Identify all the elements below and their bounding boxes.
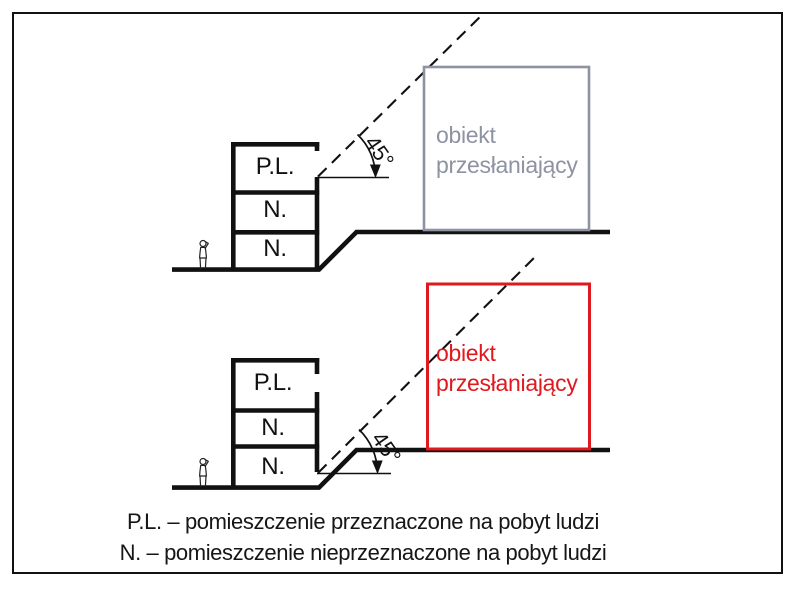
floor-label-top-n1: N. [263, 196, 287, 223]
obscuring-object-label-bottom: obiekt przesłaniający [436, 340, 578, 396]
person-icon-top [199, 239, 209, 270]
floor-label-top-n2: N. [263, 235, 287, 262]
building-bottom [231, 358, 320, 489]
legend: P.L. – pomieszczenie przeznaczone na pob… [60, 506, 666, 568]
building-top [231, 142, 320, 271]
sight-line-45deg-bottom [317, 252, 540, 474]
floor-label-bottom-n1: N. [261, 414, 285, 441]
obscuring-object-label-top: obiekt przesłaniający [436, 122, 578, 178]
floor-label-top-pl: P.L. [255, 153, 295, 180]
legend-line-n: N. – pomieszczenie nieprzeznaczone na po… [119, 540, 607, 565]
obscuring-object-bottom [426, 282, 591, 451]
legend-line-pl: P.L. – pomieszczenie przeznaczone na pob… [126, 509, 600, 534]
person-icon-bottom [199, 457, 209, 488]
angle-arc-bottom [358, 428, 383, 475]
angle-arc-top [356, 133, 381, 179]
floor-label-bottom-n2: N. [261, 453, 285, 480]
sight-line-45deg-top [317, 12, 485, 178]
floor-label-bottom-pl: P.L. [253, 369, 293, 396]
obscuring-object-top [422, 65, 591, 232]
ground-line-top [172, 229, 610, 272]
